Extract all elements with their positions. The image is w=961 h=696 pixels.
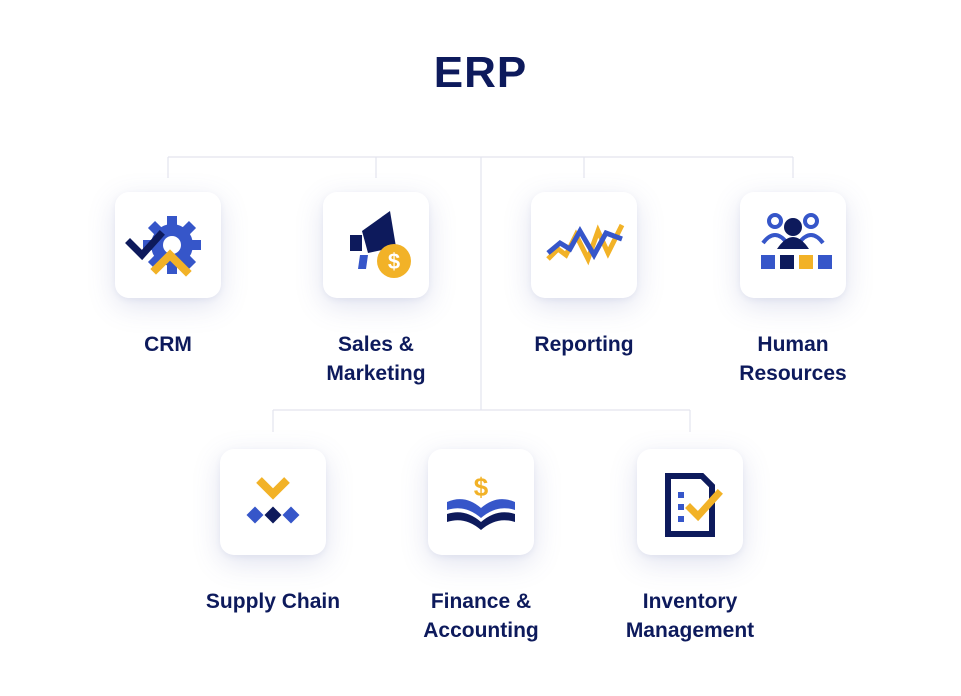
svg-text:$: $ xyxy=(474,472,489,502)
module-label-finance-accounting: Finance & Accounting xyxy=(423,590,539,642)
page-title: ERP xyxy=(433,48,528,97)
module-label-inventory-management: Inventory Management xyxy=(625,590,755,642)
module-card-sales-marketing[interactable]: $ xyxy=(323,192,429,298)
module-card-crm[interactable] xyxy=(115,192,221,298)
module-label-sales-marketing: Sales & Marketing xyxy=(326,333,426,385)
checklist-icon xyxy=(665,473,723,537)
supply-flow-icon xyxy=(246,477,300,524)
line-chart-icon xyxy=(546,223,625,266)
svg-text:$: $ xyxy=(388,249,400,274)
module-card-reporting[interactable] xyxy=(531,192,637,298)
module-label-human-resources: Human Resources xyxy=(739,333,847,385)
module-card-supply-chain[interactable] xyxy=(220,449,326,555)
module-label-reporting: Reporting xyxy=(534,333,634,356)
team-icon xyxy=(761,213,832,269)
module-card-inventory-management[interactable] xyxy=(637,449,743,555)
module-label-crm: CRM xyxy=(144,333,192,356)
module-card-human-resources[interactable] xyxy=(740,192,846,298)
gear-check-icon xyxy=(125,216,201,277)
module-label-supply-chain: Supply Chain xyxy=(205,590,341,613)
megaphone-dollar-icon: $ xyxy=(350,211,411,278)
book-dollar-icon: $ xyxy=(447,472,515,530)
module-card-finance-accounting[interactable]: $ xyxy=(428,449,534,555)
